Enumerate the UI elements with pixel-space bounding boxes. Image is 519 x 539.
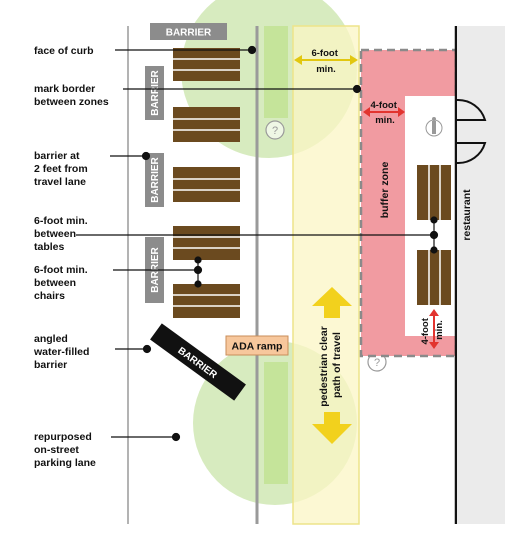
barrier-top <box>150 23 227 40</box>
face-of-curb-label: face of curb <box>34 45 94 57</box>
mark-border-label: mark border between zones <box>34 83 109 108</box>
leader-lines <box>76 45 439 442</box>
barrier-vertical <box>145 153 164 207</box>
door-icon <box>456 98 487 165</box>
pedestrian-arrow-up <box>312 287 352 318</box>
restaurant-label: restaurant <box>461 189 473 241</box>
help-icon: ? <box>265 120 285 140</box>
person-icon <box>425 117 443 137</box>
buffer-tables <box>417 165 451 305</box>
angled-barrier-label: angled water-filled barrier <box>33 333 92 371</box>
chairs-distance-label: 6-foot min. between chairs <box>34 264 91 302</box>
four-foot-min-arrow-vertical <box>429 309 439 349</box>
six-foot-min-arrow <box>294 55 358 65</box>
tables-distance-label: 6-foot min. between tables <box>34 215 91 253</box>
svg-text:?: ? <box>272 125 278 137</box>
four-foot-min-label-lower: 4-foot min. <box>420 315 445 344</box>
barrier-label: BARRIER <box>150 156 161 202</box>
barrier-vertical <box>145 66 164 120</box>
parking-lane-tables <box>173 48 240 318</box>
barrier-label: BARRIER <box>166 28 212 39</box>
planter-bottom <box>264 362 288 484</box>
restaurant-building <box>457 26 505 524</box>
pedestrian-arrow-down <box>312 412 352 444</box>
pedestrian-path-label: pedestrian clear path of travel <box>318 323 343 406</box>
buffer-table-lines <box>428 165 441 305</box>
buffer-zone-label: buffer zone <box>379 162 391 219</box>
six-foot-min-label: 6-foot min. <box>311 48 340 75</box>
ada-ramp <box>225 335 289 356</box>
four-foot-min-arrow <box>363 107 405 117</box>
barrier-label: BARRIER <box>150 69 161 115</box>
parking-lane-label: repurposed on-street parking lane <box>34 431 96 469</box>
svg-text:?: ? <box>374 357 380 369</box>
barrier-distance-label: barrier at 2 feet from travel lane <box>34 150 91 188</box>
pedestrian-path-zone <box>292 25 360 525</box>
parking-lane-table-lines <box>173 58 240 307</box>
planter-top <box>264 26 288 118</box>
ada-ramp-label: ADA ramp <box>232 341 283 353</box>
four-foot-min-label: 4-foot min. <box>370 100 399 126</box>
